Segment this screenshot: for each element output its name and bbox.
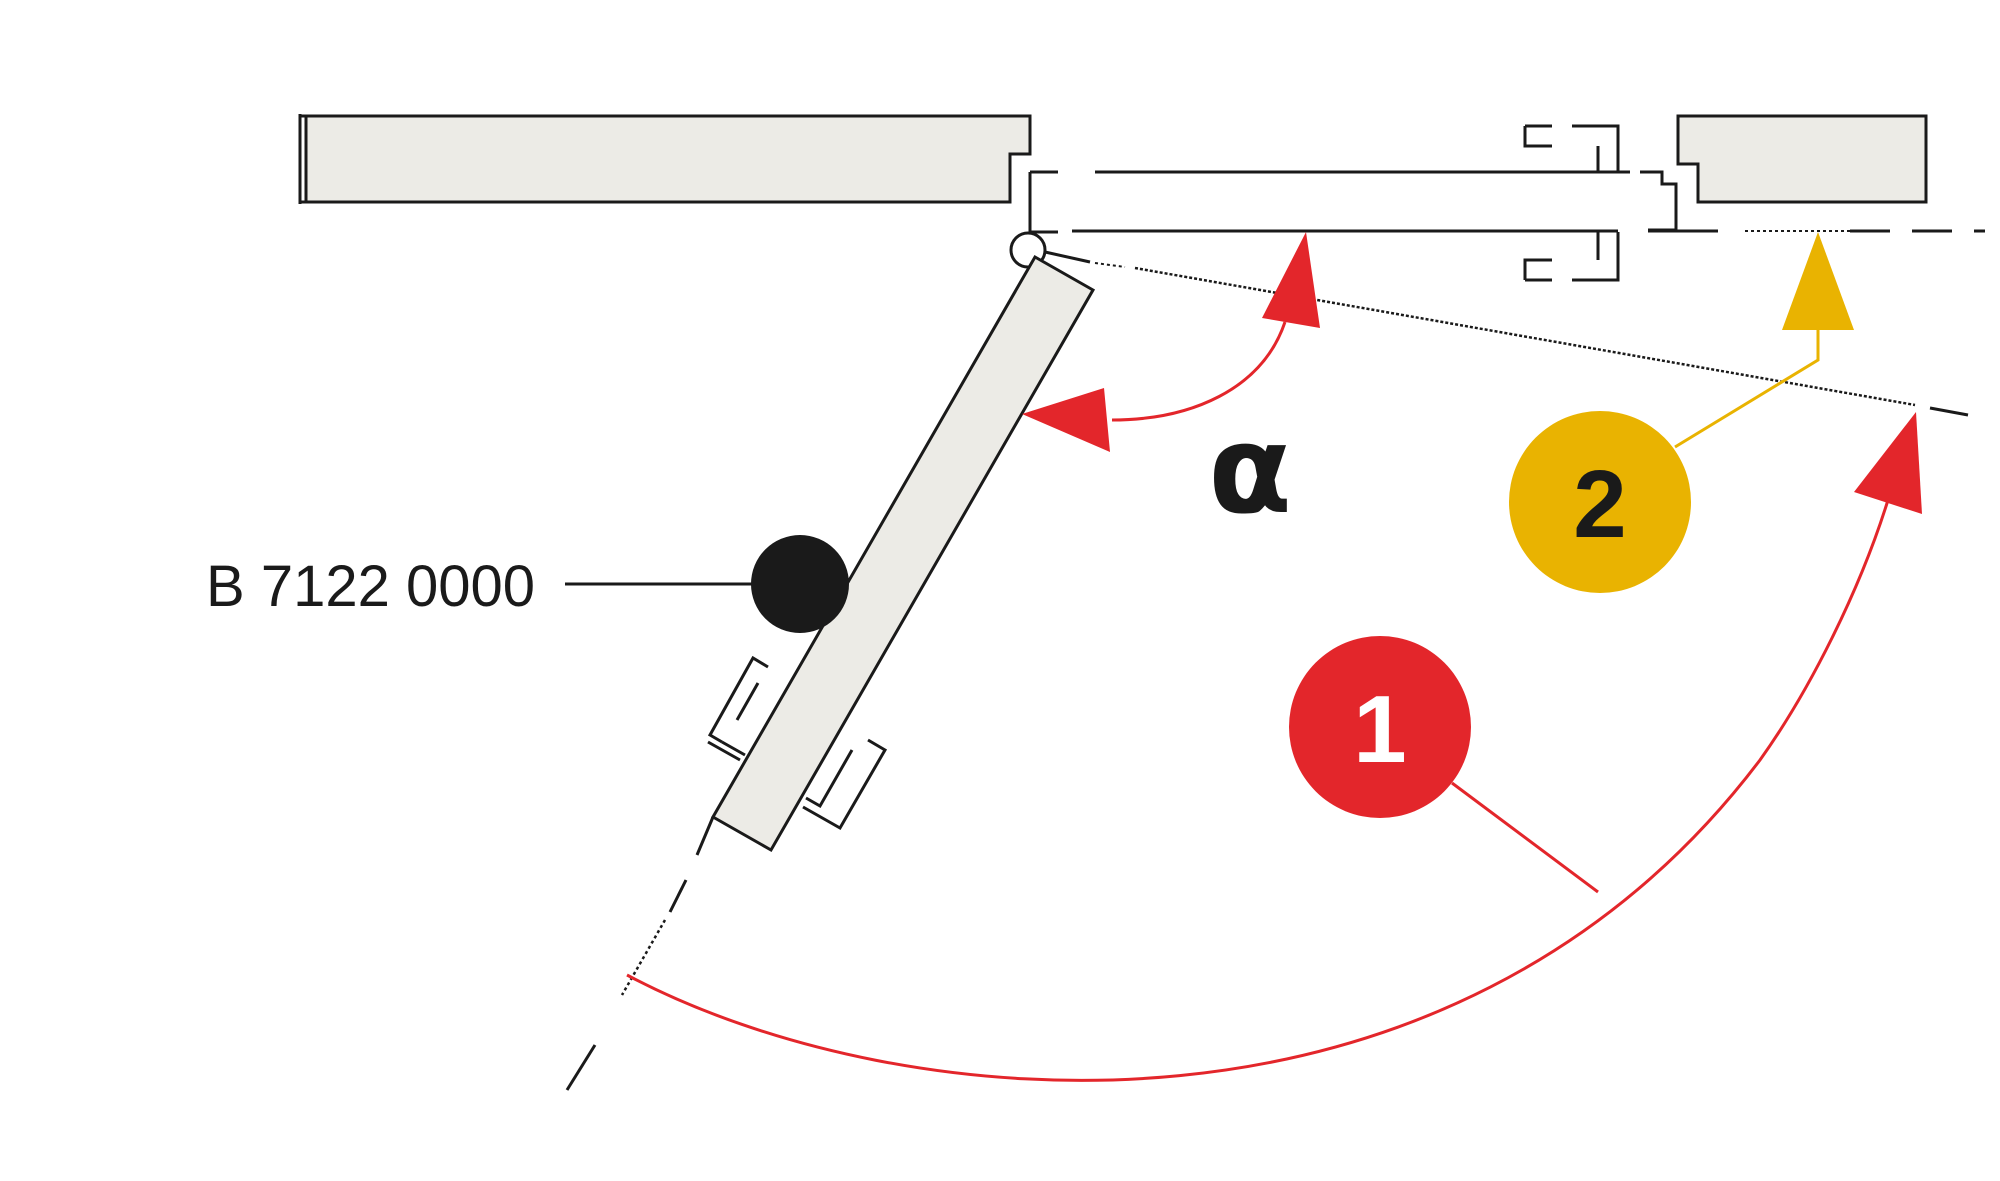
part-dot: [751, 535, 849, 633]
open-position-guideline: [1044, 250, 1969, 417]
right-fixed-panel: [1676, 114, 1928, 204]
angle-symbol: α: [1208, 399, 1292, 541]
angle-arrowhead-left: [1022, 388, 1110, 452]
angle-arrowhead-up: [1262, 232, 1320, 328]
closed-door-outline: [1028, 124, 1985, 282]
marker-2-pointer: [1674, 232, 1854, 449]
opening-sweep-arc: [626, 412, 1922, 1082]
door-axis-line: [565, 816, 715, 1091]
marker-1-leader: [1451, 781, 1599, 894]
marker-2-label: 2: [1573, 451, 1626, 558]
angle-alpha-indicator: [1022, 232, 1320, 452]
left-fixed-panel: [298, 114, 1032, 204]
marker-1-badge: 1: [1289, 636, 1471, 818]
sweep-arrowhead: [1854, 412, 1922, 514]
opened-door-panel: [707, 254, 1096, 853]
part-number-label: B 7122 0000: [206, 554, 535, 619]
marker-2-arrowhead: [1782, 232, 1854, 330]
marker-1-label: 1: [1353, 676, 1406, 783]
marker-2-badge: 2: [1509, 411, 1691, 593]
